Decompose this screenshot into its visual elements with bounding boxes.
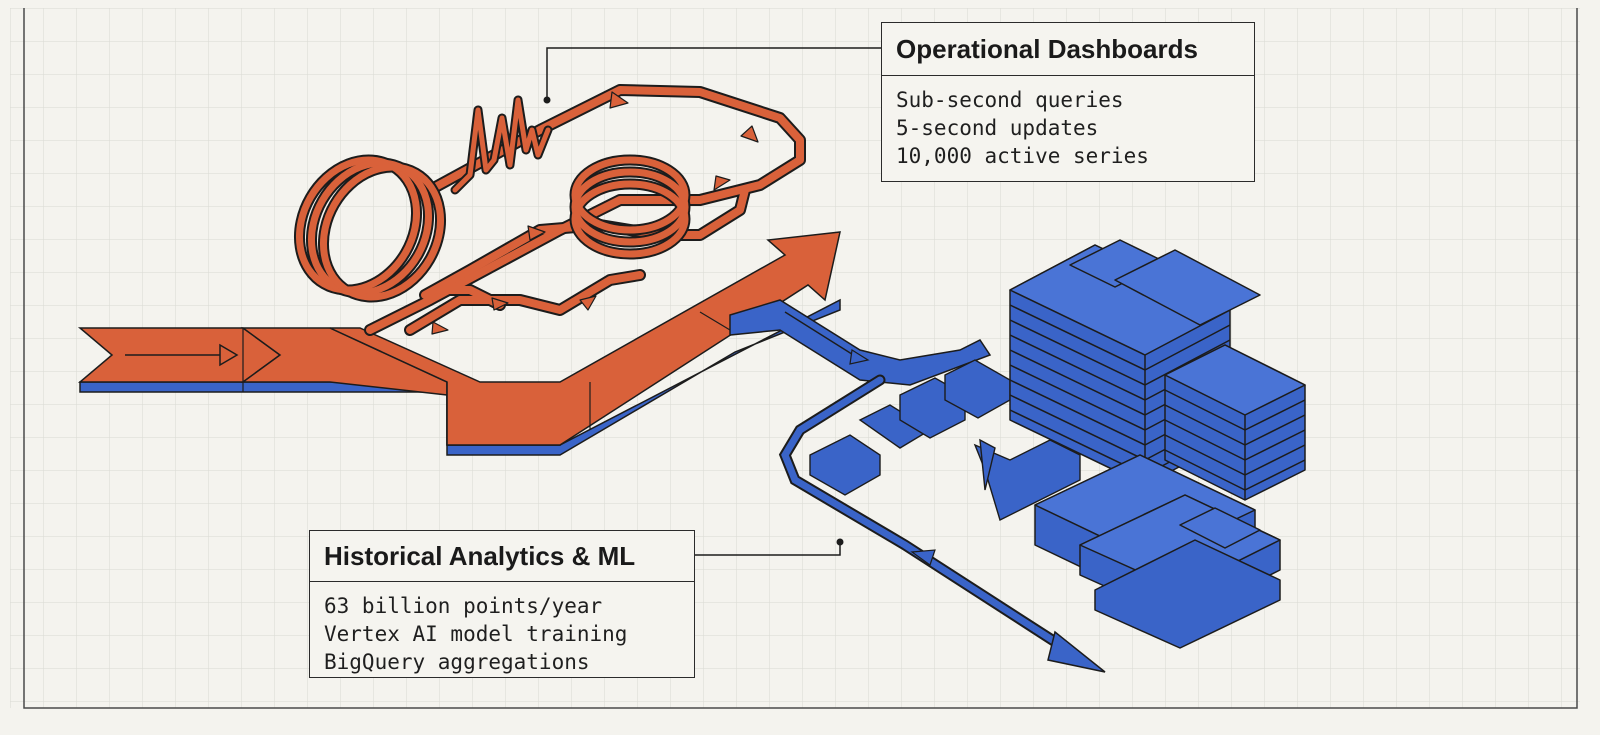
callout-line: Sub-second queries: [896, 88, 1124, 112]
callout-details: Sub-second queries 5-second updates 10,0…: [882, 76, 1254, 178]
callout-leaders: [546, 47, 881, 556]
leader-dot-ops: [543, 96, 551, 104]
diagram-frame: [23, 8, 1578, 709]
historical-analytics-callout: Historical Analytics & ML 63 billion poi…: [309, 530, 695, 678]
callout-title: Operational Dashboards: [882, 23, 1254, 76]
storage-blocks: [1009, 239, 1306, 649]
main-ingest-stream: [77, 231, 841, 456]
callout-title: Historical Analytics & ML: [310, 531, 694, 582]
realtime-loop-network: [293, 84, 806, 336]
callout-line: 5-second updates: [896, 116, 1099, 140]
operational-dashboards-callout: Operational Dashboards Sub-second querie…: [881, 22, 1255, 182]
callout-line: BigQuery aggregations: [324, 650, 590, 674]
callout-details: 63 billion points/year Vertex AI model t…: [310, 582, 694, 684]
batch-stream: [729, 299, 1106, 673]
leader-dot-hist: [836, 538, 844, 546]
callout-line: 63 billion points/year: [324, 594, 603, 618]
callout-line: 10,000 active series: [896, 144, 1149, 168]
callout-line: Vertex AI model training: [324, 622, 628, 646]
